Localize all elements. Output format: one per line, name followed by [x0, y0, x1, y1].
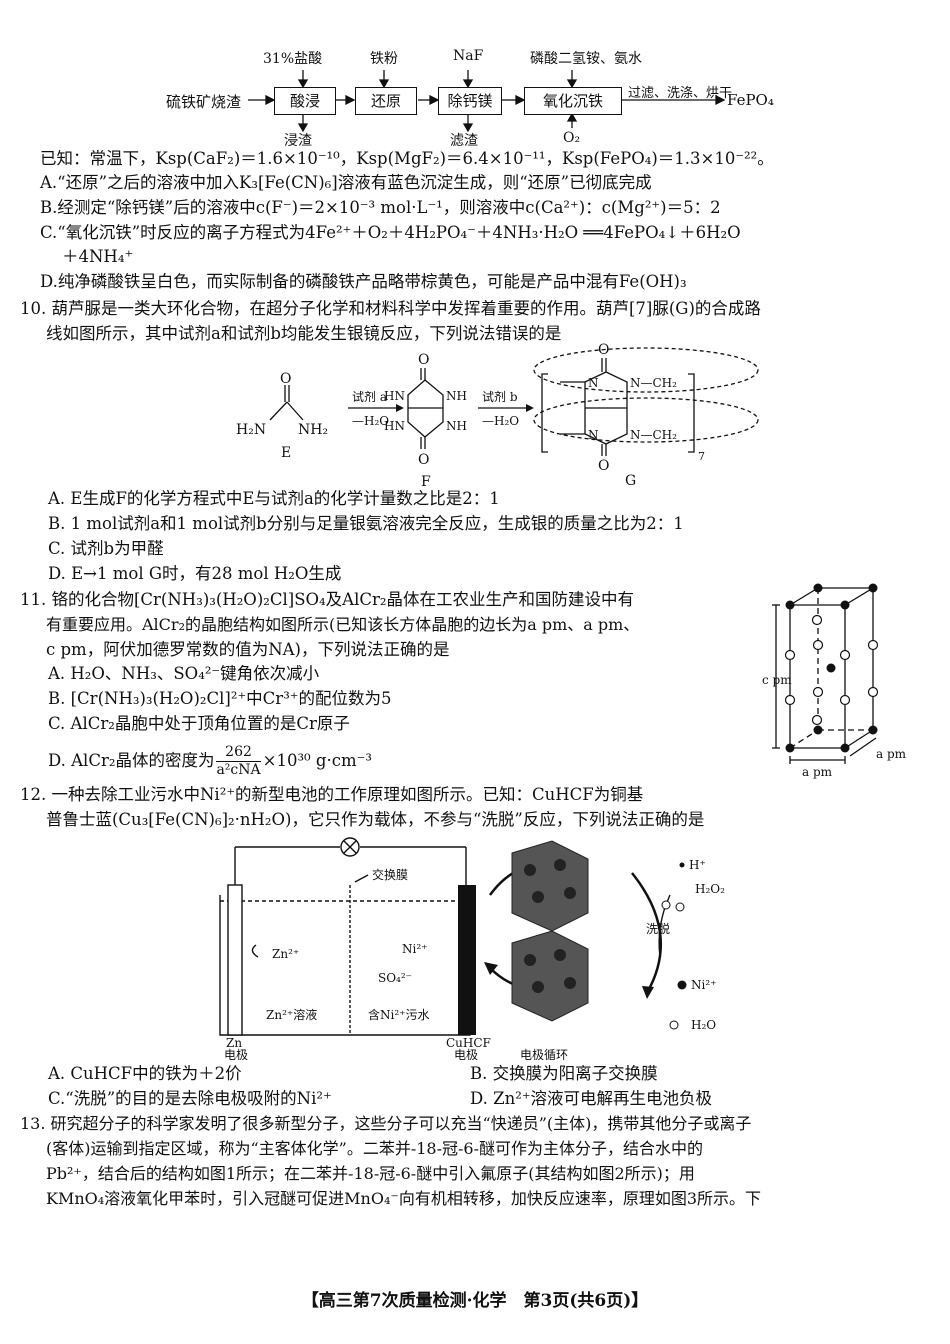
F-oxygen-top: O: [418, 352, 429, 368]
zn-electrode-label: Zn: [226, 1036, 242, 1050]
G-n-top-left: N: [588, 376, 599, 390]
q9-option-b: B.经测定“除钙镁”后的溶液中c(F⁻)＝2×10⁻³ mol·L⁻¹，则溶液中…: [40, 198, 721, 217]
q11-d-prefix: D. AlCr₂晶体的密度为: [48, 751, 215, 770]
label-F: F: [421, 474, 431, 490]
q10-option-b: B. 1 mol试剂a和1 mol试剂b分别与足量银氨溶液完全反应，生成银的质量…: [48, 514, 684, 533]
final-arrow-label: 过滤、洗涤、烘干: [628, 86, 733, 101]
q11-option-a: A. H₂O、NH₃、SO₄²⁻键角依次减小: [48, 664, 320, 683]
step-remove-ca-mg: 除钙镁: [438, 87, 502, 115]
reagent-hcl: 31%盐酸: [263, 51, 323, 67]
q10-option-d: D. E→1 mol G时，有28 mol H₂O生成: [48, 564, 342, 583]
q11-option-b: B. [Cr(NH₃)₃(H₂O)₂Cl]²⁺中Cr³⁺的配位数为5: [48, 689, 392, 708]
q13-line-1: 13. 研究超分子的科学家发明了很多新型分子，这些分子可以充当“快递员”(主体)…: [20, 1114, 752, 1133]
cell-c-label: c pm: [762, 673, 792, 687]
wash-label: 洗脱: [646, 921, 670, 936]
flow-start: 硫铁矿烧渣: [166, 93, 242, 111]
q12-option-a: A. CuHCF中的铁为＋2价: [48, 1064, 242, 1083]
q11-d-suffix: ×10³⁰ g·cm⁻³: [262, 751, 372, 770]
q12-option-c: C.“洗脱”的目的是去除电极吸附的Ni²⁺: [48, 1089, 332, 1108]
G-n-bottom-left: N: [588, 428, 599, 442]
q13-line-2: (客体)运输到指定区域，称为“主客体化学”。二苯并-18-冠-6-醚可作为主体分…: [46, 1139, 704, 1158]
q10-option-c: C. 试剂b为甲醛: [48, 539, 164, 558]
product: FePO₄: [727, 91, 774, 109]
membrane-label: 交换膜: [372, 867, 408, 882]
q12-option-d: D. Zn²⁺溶液可电解再生电池负极: [470, 1089, 713, 1108]
q11-d-denominator: a²cNA: [216, 762, 261, 778]
minus-water-b: —H₂O: [482, 414, 519, 428]
q10-stem-2: 线如图所示，其中试剂a和试剂b均能发生银镜反应，下列说法错误的是: [46, 324, 562, 343]
right-solution-label: 含Ni²⁺污水: [368, 1007, 429, 1022]
label-G: G: [625, 473, 636, 489]
F-hn-bottom: HN: [384, 419, 405, 433]
q9-known: 已知：常温下，Ksp(CaF₂)＝1.6×10⁻¹⁰，Ksp(MgF₂)＝6.4…: [40, 149, 774, 168]
h2o2-label: H₂O₂: [695, 882, 725, 896]
F-hn-top: HN: [384, 389, 405, 403]
q12-option-b: B. 交换膜为阳离子交换膜: [470, 1064, 658, 1083]
electrode-cycle-label: 电极循环: [520, 1048, 568, 1060]
q12-stem-1: 12. 一种去除工业污水中Ni²⁺的新型电池的工作原理如图所示。已知：CuHCF…: [20, 785, 644, 804]
G-nch2-top: N—CH₂: [630, 376, 677, 390]
step-oxidize-precipitate: 氧化沉铁: [524, 87, 622, 115]
q11-stem-3: c pm，阿伏加德罗常数的值为NA)，下列说法正确的是: [46, 640, 450, 659]
process-flow-diagram: [248, 70, 726, 133]
F-nh-top: NH: [446, 389, 467, 403]
cell-a-label-2: a pm: [876, 747, 907, 761]
cuhcf-electrode-label-2: 电极: [454, 1048, 478, 1060]
reagent-phosphate: 磷酸二氢铵、氨水: [530, 51, 642, 67]
label-E: E: [281, 445, 291, 461]
cell-a-label: a pm: [802, 765, 833, 779]
zn-electrode-label-2: 电极: [224, 1048, 248, 1060]
reagent-b: 试剂 b: [482, 389, 518, 404]
q9-option-d: D.纯净磷酸铁呈白色，而实际制备的磷酸铁产品略带棕黄色，可能是产品中混有Fe(O…: [40, 272, 687, 291]
q10-option-a: A. E生成F的化学方程式中E与试剂a的化学计量数之比是2：1: [48, 489, 500, 508]
alcr2-unit-cell: c pm a pm a pm: [762, 583, 907, 779]
q13-line-4: KMnO₄溶液氧化甲苯时，引入冠醚可促进MnO₄⁻向有机相转移，加快反应速率，原…: [46, 1189, 762, 1208]
ni-ion-label: Ni²⁺: [402, 942, 427, 956]
G-nch2-bottom: N—CH₂: [630, 428, 677, 442]
minus-water-a: —H₂O: [352, 414, 389, 428]
step-acid-leach: 酸浸: [274, 87, 336, 115]
q11-d-numerator: 262: [216, 744, 261, 762]
cuhcf-electrode-label: CuHCF: [446, 1036, 491, 1050]
q9-option-c: C.“氧化沉铁”时反应的离子方程式为4Fe²⁺＋O₂＋4H₂PO₄⁻＋4NH₃·…: [40, 223, 741, 242]
q10-synthesis-scheme: O H₂N NH₂ E 试剂 a —H₂O 试剂 b —H₂O O O HN N…: [236, 342, 759, 490]
battery-diagram: 交换膜 Zn²⁺ Ni²⁺ SO₄²⁻ Zn²⁺溶液 含Ni²⁺污水 Zn 电极…: [219, 837, 725, 1060]
q13-line-3: Pb²⁺，结合后的结构如图1所示；在二苯并-18-冠-6-醚中引入氟原子(其结构…: [46, 1164, 695, 1183]
h-ion-label: H⁺: [689, 858, 706, 872]
G-repeat-n: 7: [698, 450, 705, 463]
step-reduce: 还原: [355, 87, 417, 115]
F-nh-bottom: NH: [446, 419, 467, 433]
reagent-fe: 铁粉: [370, 51, 398, 67]
ni-ion-out-label: Ni²⁺: [691, 978, 716, 992]
q11-stem-2: 有重要应用。AlCr₂的晶胞结构如图所示(已知该长方体晶胞的边长为a pm、a …: [46, 615, 640, 634]
q12-stem-2: 普鲁士蓝(Cu₃[Fe(CN)₆]₂·nH₂O)，它只作为载体，不参与“洗脱”反…: [46, 810, 705, 829]
oxygen-label: O₂: [563, 130, 581, 146]
h2o-label: H₂O: [691, 1018, 716, 1032]
reagent-naf: NaF: [453, 48, 484, 64]
residue-leach: 浸渣: [284, 133, 312, 149]
E-nh2: NH₂: [298, 422, 328, 438]
G-oxygen-top: O: [598, 342, 609, 358]
sulfate-label: SO₄²⁻: [378, 971, 412, 985]
residue-filter: 滤渣: [450, 133, 478, 149]
q9-option-c-cont: ＋4NH₄⁺: [62, 247, 134, 266]
page-footer: 【高三第7次质量检测·化学 第3页(共6页)】: [301, 1291, 649, 1311]
q10-stem-1: 10. 葫芦脲是一类大环化合物，在超分子化学和材料科学中发挥着重要的作用。葫芦[…: [20, 299, 761, 318]
zn-ion-label: Zn²⁺: [272, 947, 299, 961]
E-h2n: H₂N: [236, 422, 266, 438]
q9-option-a: A.“还原”之后的溶液中加入K₃[Fe(CN)₆]溶液有蓝色沉淀生成，则“还原”…: [40, 173, 652, 192]
left-solution-label: Zn²⁺溶液: [266, 1007, 317, 1022]
G-oxygen-bottom: O: [598, 458, 609, 474]
q11-option-c: C. AlCr₂晶胞中处于顶角位置的是Cr原子: [48, 714, 350, 733]
reagent-a: 试剂 a: [352, 389, 387, 404]
E-oxygen: O: [280, 371, 291, 387]
q11-stem-1: 11. 铬的化合物[Cr(NH₃)₃(H₂O)₂Cl]SO₄及AlCr₂晶体在工…: [20, 590, 634, 609]
F-oxygen-bottom: O: [418, 452, 429, 468]
